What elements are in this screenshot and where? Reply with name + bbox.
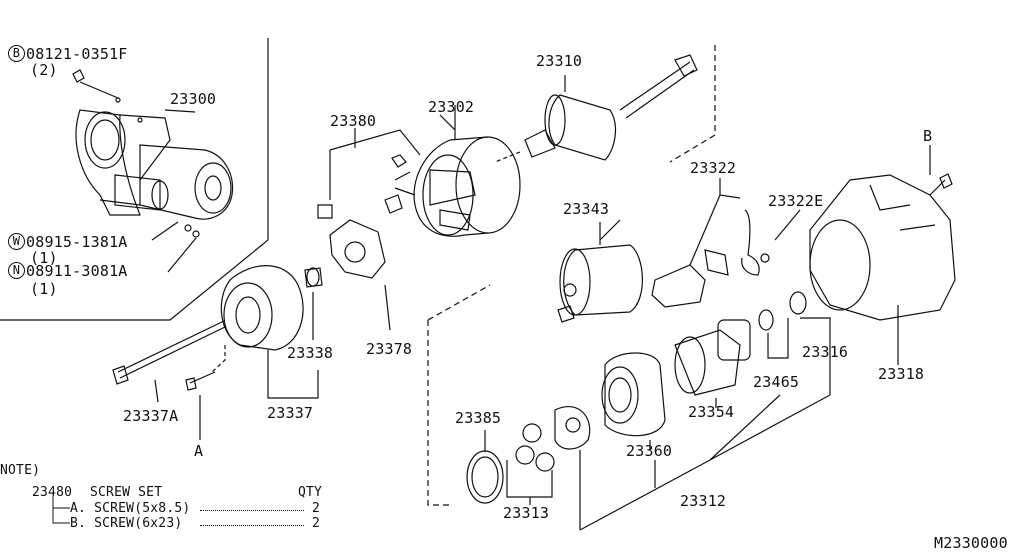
part-08121-qty: (2) xyxy=(30,61,58,79)
part-23322-label: 23322 xyxy=(690,159,737,177)
w-circle-badge: W xyxy=(8,233,25,250)
note-title: NOTE) xyxy=(0,463,41,478)
part-23337-label: 23337 xyxy=(267,404,314,422)
yoke-field-coil xyxy=(413,105,521,237)
part-23312-label: 23312 xyxy=(680,492,727,510)
part-23380-label: 23380 xyxy=(330,112,377,130)
note-row-b-qty: 2 xyxy=(312,516,321,531)
part-number: 08911-3081A xyxy=(26,262,128,280)
part-23310-label: 23310 xyxy=(536,52,583,70)
drive-lever xyxy=(741,209,760,276)
part-23465-label: 23465 xyxy=(753,373,800,391)
n-circle-badge: N xyxy=(8,262,25,279)
note-screw-set-code: 23480 xyxy=(32,485,73,500)
part-number: 08121-0351F xyxy=(26,45,128,63)
part-23302-label: 23302 xyxy=(428,98,475,116)
part-23343-label: 23343 xyxy=(563,200,610,218)
b-circle-badge: B xyxy=(8,45,25,62)
diagram-id: M2330000 xyxy=(934,534,1008,552)
part-23385-label: 23385 xyxy=(455,409,502,427)
part-number: 08915-1381A xyxy=(26,233,128,251)
part-23318-label: 23318 xyxy=(878,365,925,383)
part-23337A-label: 23337A xyxy=(123,407,179,425)
note-bracket xyxy=(52,496,70,524)
note-row-a-qty: 2 xyxy=(312,501,321,516)
ref-b-label: B xyxy=(923,127,933,145)
note-row-b-dots xyxy=(200,525,304,526)
inset-border xyxy=(0,38,269,321)
part-23316-label: 23316 xyxy=(802,343,849,361)
ref-a-label: A xyxy=(194,442,204,460)
part-23338-label: 23338 xyxy=(287,344,334,362)
part-08915-qty: (1) xyxy=(30,249,58,267)
note-row-a-label: A. SCREW(5x8.5) xyxy=(70,501,191,516)
rear-cover xyxy=(220,265,304,351)
note-row-a-dots xyxy=(200,510,304,511)
part-23322E-label: 23322E xyxy=(768,192,824,210)
armature xyxy=(524,54,698,161)
solenoid xyxy=(557,222,643,323)
note-qty-header: QTY xyxy=(298,485,323,500)
note-row-b-label: B. SCREW(6x23) xyxy=(70,516,183,531)
part-23360-label: 23360 xyxy=(626,442,673,460)
front-housing xyxy=(809,145,956,365)
note-screw-set-label: SCREW SET xyxy=(90,485,163,500)
part-23378-label: 23378 xyxy=(366,340,413,358)
assembled-starter-illustration xyxy=(72,69,234,220)
part-23354-label: 23354 xyxy=(688,403,735,421)
brush-holder-plate xyxy=(329,219,386,279)
part-23313-label: 23313 xyxy=(503,504,550,522)
part-23300-label: 23300 xyxy=(170,90,217,108)
part-08911-qty: (1) xyxy=(30,280,58,298)
